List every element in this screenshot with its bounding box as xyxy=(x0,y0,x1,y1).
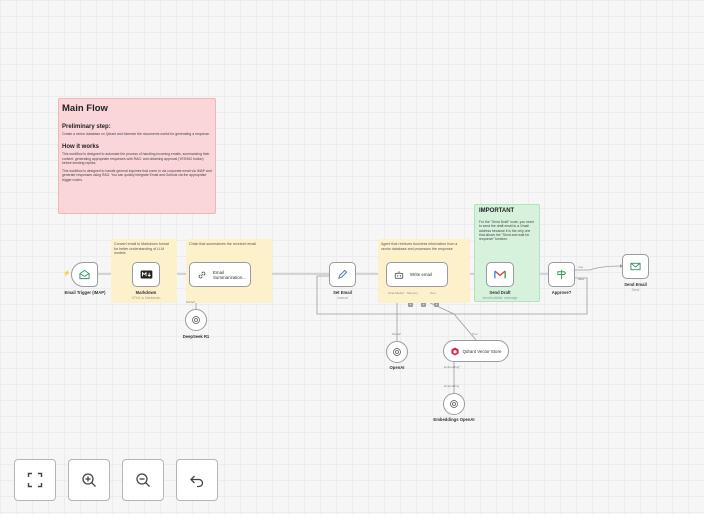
markdown-node[interactable] xyxy=(132,262,160,287)
robot-icon xyxy=(394,270,404,279)
fit-view-button[interactable] xyxy=(14,459,56,501)
write-email-node[interactable]: Write email xyxy=(386,262,448,287)
markdown-note-text: Convert email to Markdown format for bet… xyxy=(114,242,169,256)
prelim-heading: Preliminary step: xyxy=(62,124,111,130)
model-port: Model* xyxy=(186,300,196,304)
important-note[interactable]: IMPORTANT For the "Send Draft" node, you… xyxy=(474,204,540,302)
embeddings-node[interactable] xyxy=(443,393,465,415)
false-port: false xyxy=(578,277,585,281)
how-heading: How it works xyxy=(62,144,100,151)
set-email-label: Set Email xyxy=(333,290,352,295)
how-text-1: This workflow is designed to automate th… xyxy=(62,152,210,165)
model-port-openai: Model* xyxy=(392,332,402,336)
send-email-label: Send Email xyxy=(624,282,647,287)
send-email-node[interactable] xyxy=(622,254,649,279)
zoom-out-icon xyxy=(136,473,150,487)
qdrant-node[interactable]: Qdrant Vector Store xyxy=(443,340,509,362)
set-email-sub: manual xyxy=(337,296,348,300)
openai-label: OpenAI xyxy=(389,365,405,370)
openai-icon xyxy=(393,348,401,356)
true-port: true xyxy=(578,265,584,269)
email-icon xyxy=(79,269,90,280)
note-title: Main Flow xyxy=(62,103,108,114)
deepseek-node[interactable] xyxy=(185,309,207,331)
prelim-text: Create a vector database on Qdrant and t… xyxy=(62,132,210,136)
svg-text:+: + xyxy=(422,302,425,307)
pencil-icon xyxy=(338,269,348,279)
link-icon xyxy=(198,271,206,278)
openai-icon xyxy=(192,316,200,324)
email-summarization-label: Email Summarization... xyxy=(213,269,246,280)
qdrant-icon xyxy=(450,347,459,355)
undo-icon xyxy=(190,475,204,488)
set-email-node[interactable] xyxy=(329,262,356,287)
markdown-icon xyxy=(140,270,152,279)
email-summarization-node[interactable]: Email Summarization... xyxy=(189,262,251,287)
main-flow-note[interactable]: Main Flow Preliminary step: Create a vec… xyxy=(58,98,216,214)
write-email-label: Write email xyxy=(410,272,432,277)
openai-icon xyxy=(450,400,458,408)
important-text: For the "Send Draft" node, you need to s… xyxy=(479,220,534,242)
undo-button[interactable] xyxy=(176,459,218,501)
openai-chat-node[interactable] xyxy=(386,341,408,363)
markdown-label: Markdown xyxy=(135,290,157,295)
memory-port: Memory xyxy=(407,291,418,295)
chat-model-port: Chat Model* xyxy=(388,291,405,295)
embeddings-label: Embeddings OpenAI xyxy=(433,417,475,422)
send-draft-node[interactable] xyxy=(486,262,514,287)
email-trigger-label: Email Trigger (IMAP) xyxy=(64,290,106,295)
embedding-port-2: Embedding xyxy=(444,384,460,388)
approve-node[interactable] xyxy=(548,262,575,287)
agent-note-text: Agent that retrieves business informatio… xyxy=(381,242,458,251)
trigger-bolt-icon: ⚡ xyxy=(63,271,71,277)
how-text-2: This workflow is designed to handle gene… xyxy=(62,169,212,182)
fit-view-icon xyxy=(27,472,43,488)
summary-note-text: Chain that summarizes the received email xyxy=(189,242,256,246)
send-draft-label: Send Draft xyxy=(489,290,511,295)
email-trigger-node[interactable] xyxy=(71,262,98,287)
send-draft-sub: sendAndWait: message xyxy=(482,296,518,300)
tool-port: Tool xyxy=(430,291,436,295)
zoom-in-icon xyxy=(82,473,96,487)
zoom-in-button[interactable] xyxy=(68,459,110,501)
tool-port-qdrant: Tool xyxy=(472,332,478,336)
deepseek-label: DeepSeek R1 xyxy=(182,334,210,339)
signpost-icon xyxy=(557,269,567,280)
zoom-out-button[interactable] xyxy=(122,459,164,501)
svg-text:+: + xyxy=(435,302,438,307)
important-title: IMPORTANT xyxy=(479,208,515,214)
email-icon xyxy=(630,262,641,271)
gmail-icon xyxy=(494,270,506,279)
svg-text:+: + xyxy=(409,302,412,307)
qdrant-label: Qdrant Vector Store xyxy=(462,348,502,354)
approve-label: Approve? xyxy=(551,290,572,295)
send-email-sub: Send xyxy=(631,288,640,292)
embedding-port: Embedding* xyxy=(444,365,461,369)
markdown-sub: HTML to Markdown xyxy=(131,296,161,300)
